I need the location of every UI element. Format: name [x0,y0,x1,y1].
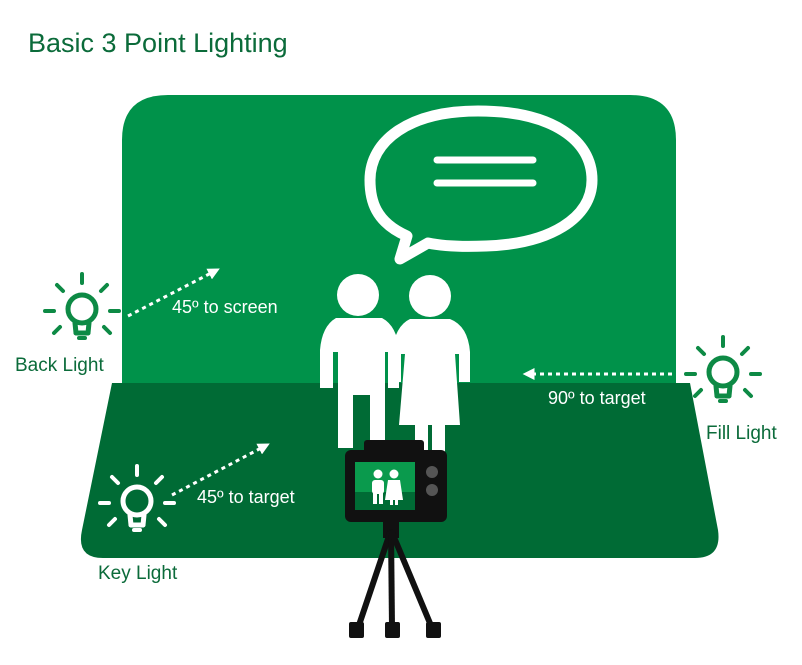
lightbulb-icon [45,274,119,338]
fill-light-angle-label: 90º to target [548,388,646,409]
camera-icon [345,440,447,522]
back-light-angle-label: 45º to screen [172,297,278,318]
lightbulb-icon [686,337,760,401]
key-light-label: Key Light [98,563,177,585]
fill-light-label: Fill Light [706,423,777,445]
key-light-angle-label: 45º to target [197,487,295,508]
page-title: Basic 3 Point Lighting [28,28,288,59]
back-light-label: Back Light [15,355,104,377]
